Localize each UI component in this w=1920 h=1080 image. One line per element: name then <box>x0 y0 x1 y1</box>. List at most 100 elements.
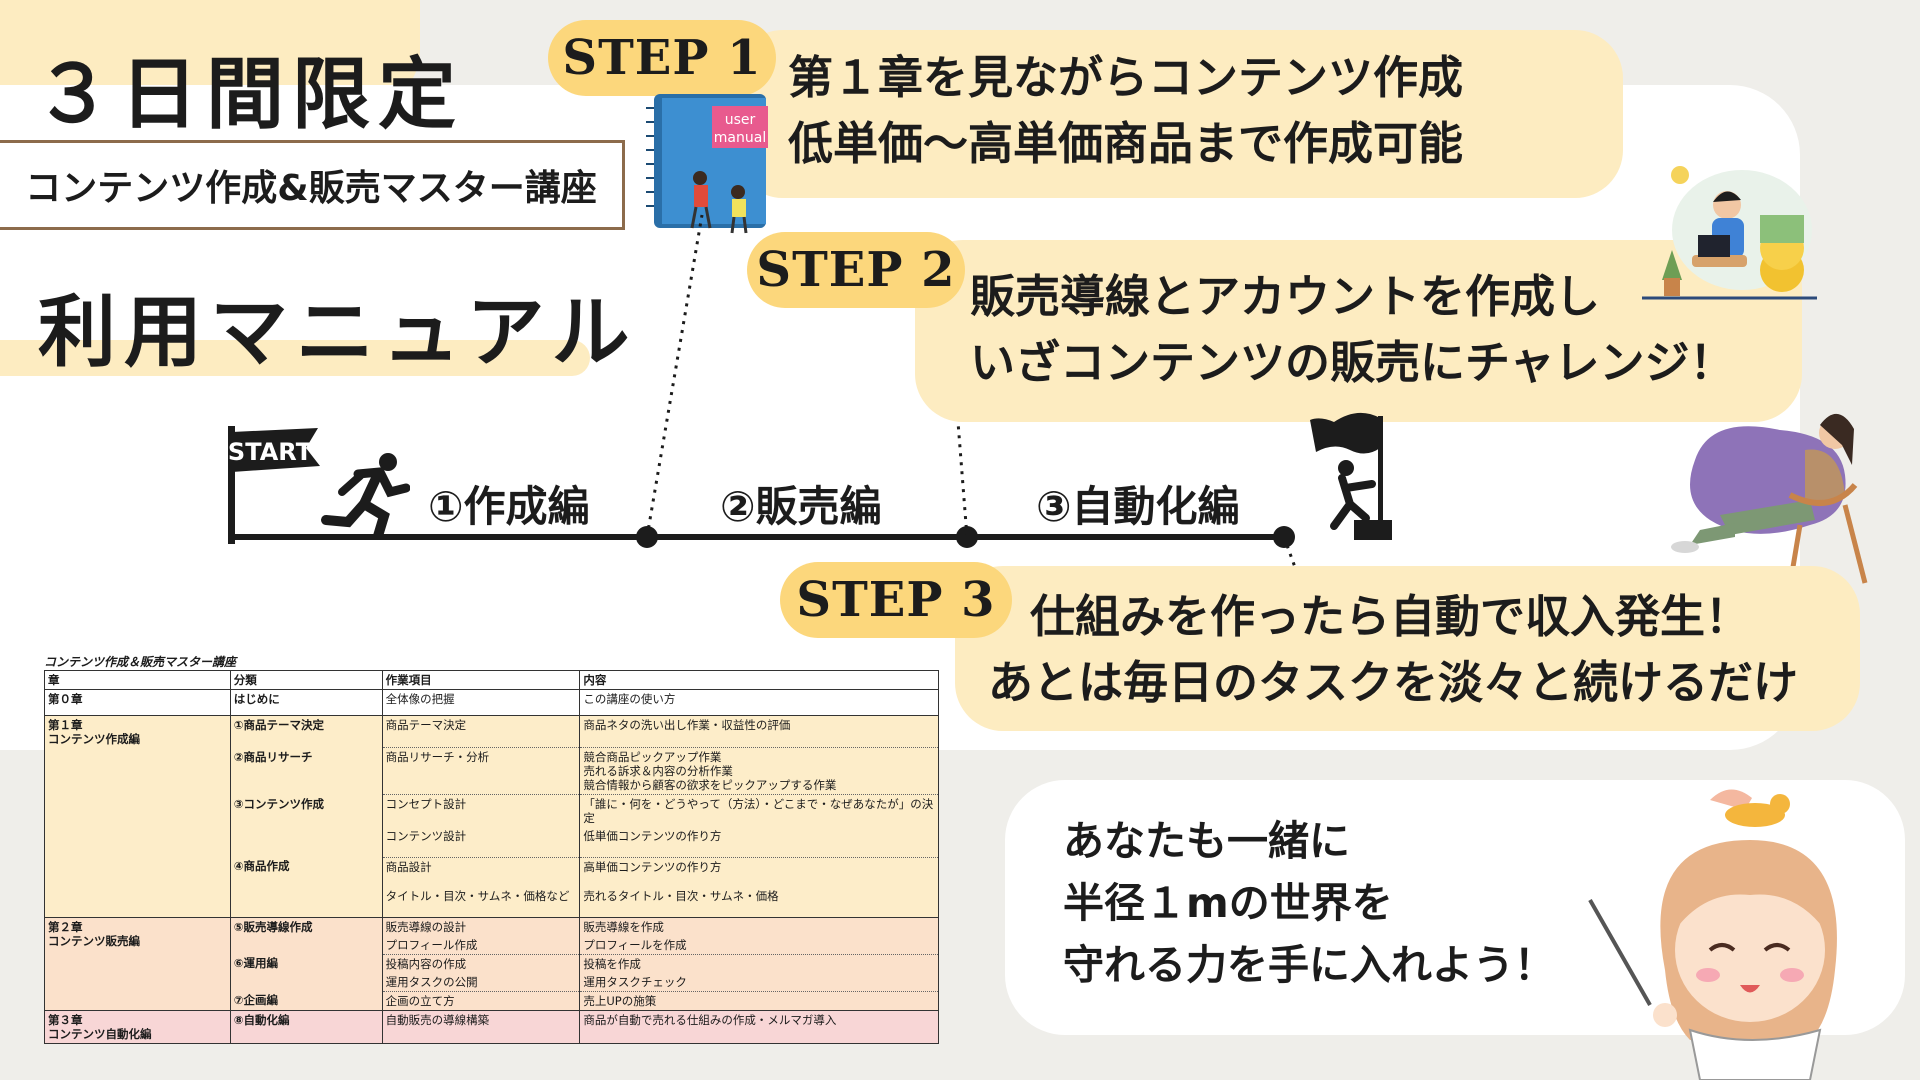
table-cell: 商品テーマ決定 <box>381 715 580 748</box>
step2-text-line2: いざコンテンツの販売にチャレンジ！ <box>970 336 1735 389</box>
table-cell: ③コンテンツ作成 <box>229 794 383 827</box>
table-cell: 商品設計 <box>381 856 580 887</box>
table-cell: タイトル・目次・サムネ・価格など <box>381 887 580 917</box>
table-cell: 販売導線の設計 <box>381 916 580 936</box>
step1-label: STEP 1 <box>548 20 776 96</box>
table-header-cell: 作業項目 <box>381 670 580 690</box>
chapter-name: コンテンツ自動化編 <box>48 1026 152 1041</box>
table-cell: この講座の使い方 <box>579 689 939 716</box>
content-line: 競合情報から顧客の欲求をピックアップする作業 <box>583 778 837 792</box>
table-cell: 全体像の把握 <box>381 689 580 716</box>
start-label: START <box>228 438 313 466</box>
table-cell: 売れるタイトル・目次・サムネ・価格 <box>579 887 939 917</box>
chapter-name: コンテンツ作成編 <box>48 732 140 746</box>
table-cell: 売上UPの施策 <box>579 990 939 1010</box>
table-title: コンテンツ作成＆販売マスター講座 <box>44 655 237 669</box>
step3-text-line2: あとは毎日のタスクを淡々と続けるだけ <box>988 656 1799 709</box>
timeline-line <box>232 534 1282 540</box>
table-cell: 低単価コンテンツの作り方 <box>579 827 939 857</box>
table-header-cell: 内容 <box>579 670 939 690</box>
table-row: タイトル・目次・サムネ・価格など 売れるタイトル・目次・サムネ・価格 <box>45 887 939 917</box>
table-cell: プロフィール作成 <box>381 935 580 954</box>
table-row: ②商品リサーチ 商品リサーチ・分析 競合商品ピックアップ作業売れる訴求＆内容の分… <box>45 747 939 795</box>
message-line: 半径１mの世界を <box>1063 879 1393 927</box>
step2-bubble <box>915 240 1802 422</box>
laptop-worker-illustration <box>1642 166 1817 300</box>
table-cell: 競合商品ピックアップ作業売れる訴求＆内容の分析作業競合情報から顧客の欲求をピック… <box>579 747 939 795</box>
table-header-row: 章 分類 作業項目 内容 <box>44 670 939 690</box>
table-cell: 販売導線を作成 <box>579 916 939 936</box>
book-label-manual: manual <box>714 130 766 146</box>
table-row: 第２章コンテンツ販売編 ⑤販売導線作成 販売導線の設計 販売導線を作成 <box>44 916 939 1010</box>
step1-text-line1: 第１章を見ながらコンテンツ作成 <box>788 51 1464 104</box>
table-row: コンテンツ設計 低単価コンテンツの作り方 <box>45 827 939 857</box>
table-cell: ⑦企画編 <box>229 991 383 1010</box>
goal-flag-icon <box>1310 412 1392 540</box>
table-cell <box>229 887 383 917</box>
table-cell <box>229 972 383 991</box>
table-row: プロフィール作成 プロフィールを作成 <box>45 935 939 954</box>
step2-text-line1: 販売導線とアカウントを作成し <box>970 270 1601 323</box>
table-cell-chapter: 第３章コンテンツ自動化編 <box>44 1009 231 1044</box>
table-cell: 運用タスクの公開 <box>381 972 580 991</box>
relaxing-woman-illustration <box>1671 413 1868 586</box>
limited-title: ３日間限定 <box>34 50 465 140</box>
phase-create: ①作成編 <box>428 482 590 531</box>
start-flag-icon: START <box>228 426 320 544</box>
table-cell: ⑥運用編 <box>229 954 383 973</box>
step1-text-line2: 低単価〜高単価商品まで作成可能 <box>788 117 1464 170</box>
step2-label: STEP 2 <box>747 232 965 308</box>
table-cell: ①商品テーマ決定 <box>229 715 383 748</box>
table-cell: コンセプト設計 <box>381 794 580 827</box>
table-cell: 自動販売の導線構築 <box>381 1009 580 1044</box>
table-cell: 第０章 <box>44 689 231 716</box>
table-row: ③コンテンツ作成 コンセプト設計 「誰に・何を・どうやって（方法）・どこまで・な… <box>45 794 939 827</box>
table-row: 第１章コンテンツ作成編 ①商品テーマ決定 商品テーマ決定 商品ネタの洗い出し作業… <box>44 715 939 917</box>
table-cell: 企画の立て方 <box>381 990 580 1010</box>
table-cell: 商品ネタの洗い出し作業・収益性の評価 <box>579 715 939 748</box>
chapter-name: コンテンツ販売編 <box>48 933 140 948</box>
table-cell: 高単価コンテンツの作り方 <box>579 856 939 887</box>
table-row: 第０章 はじめに 全体像の把握 この講座の使い方 <box>44 689 939 716</box>
table-cell: 商品が自動で売れる仕組みの作成・メルマガ導入 <box>579 1009 939 1044</box>
message-line: 守れる力を手に入れよう！ <box>1063 941 1555 989</box>
table-row: 第３章コンテンツ自動化編 ⑧自動化編 自動販売の導線構築 商品が自動で売れる仕組… <box>44 1009 939 1044</box>
curriculum-table: 章 分類 作業項目 内容 第０章 はじめに 全体像の把握 この講座の使い方 第１… <box>44 670 939 1044</box>
phase-sell: ②販売編 <box>720 482 882 531</box>
content-line: 売れる訴求＆内容の分析作業 <box>583 764 733 778</box>
message-line: あなたも一緒に <box>1063 817 1350 865</box>
girl-with-cat-illustration <box>1588 789 1837 1080</box>
table-row: 運用タスクの公開 運用タスクチェック <box>45 972 939 991</box>
manual-title: 利用マニュアル <box>38 288 638 378</box>
table-cell: 商品リサーチ・分析 <box>381 747 580 795</box>
title-underline-shape <box>0 340 590 376</box>
user-manual-book-illustration: user manual <box>646 94 768 234</box>
step1-bubble <box>735 30 1623 198</box>
table-header-cell: 分類 <box>229 670 383 690</box>
table-cell: 「誰に・何を・どうやって（方法）・どこまで・なぜあなたが」の決定 <box>579 794 939 827</box>
table-header-cell: 章 <box>44 670 231 690</box>
table-cell: ②商品リサーチ <box>229 747 383 795</box>
table-cell <box>229 827 383 857</box>
step3-label: STEP 3 <box>780 562 1012 638</box>
book-label-user: user <box>725 112 756 128</box>
table-cell-chapter: 第１章コンテンツ作成編 <box>44 715 231 917</box>
table-cell-chapter: 第２章コンテンツ販売編 <box>44 916 231 1010</box>
phase-automate: ③自動化編 <box>1036 482 1240 531</box>
table-cell: ⑧自動化編 <box>229 1009 383 1044</box>
chapter-number: 第１章 <box>48 718 83 732</box>
step3-bubble <box>955 566 1860 731</box>
table-cell <box>229 935 383 954</box>
encouragement-message: あなたも一緒に 半径１mの世界を 守れる力を手に入れよう！ <box>1063 810 1555 996</box>
table-cell: 運用タスクチェック <box>579 972 939 991</box>
course-name-box: コンテンツ作成&販売マスター講座 <box>0 140 625 230</box>
table-cell: ④商品作成 <box>229 857 383 887</box>
table-row: ⑥運用編 投稿内容の作成 投稿を作成 <box>45 953 939 973</box>
table-row: ④商品作成 商品設計 高単価コンテンツの作り方 <box>45 856 939 887</box>
table-cell: はじめに <box>229 689 383 716</box>
chapter-number: 第３章 <box>48 1012 83 1027</box>
table-cell: 投稿内容の作成 <box>381 953 580 973</box>
table-cell: 投稿を作成 <box>579 953 939 973</box>
